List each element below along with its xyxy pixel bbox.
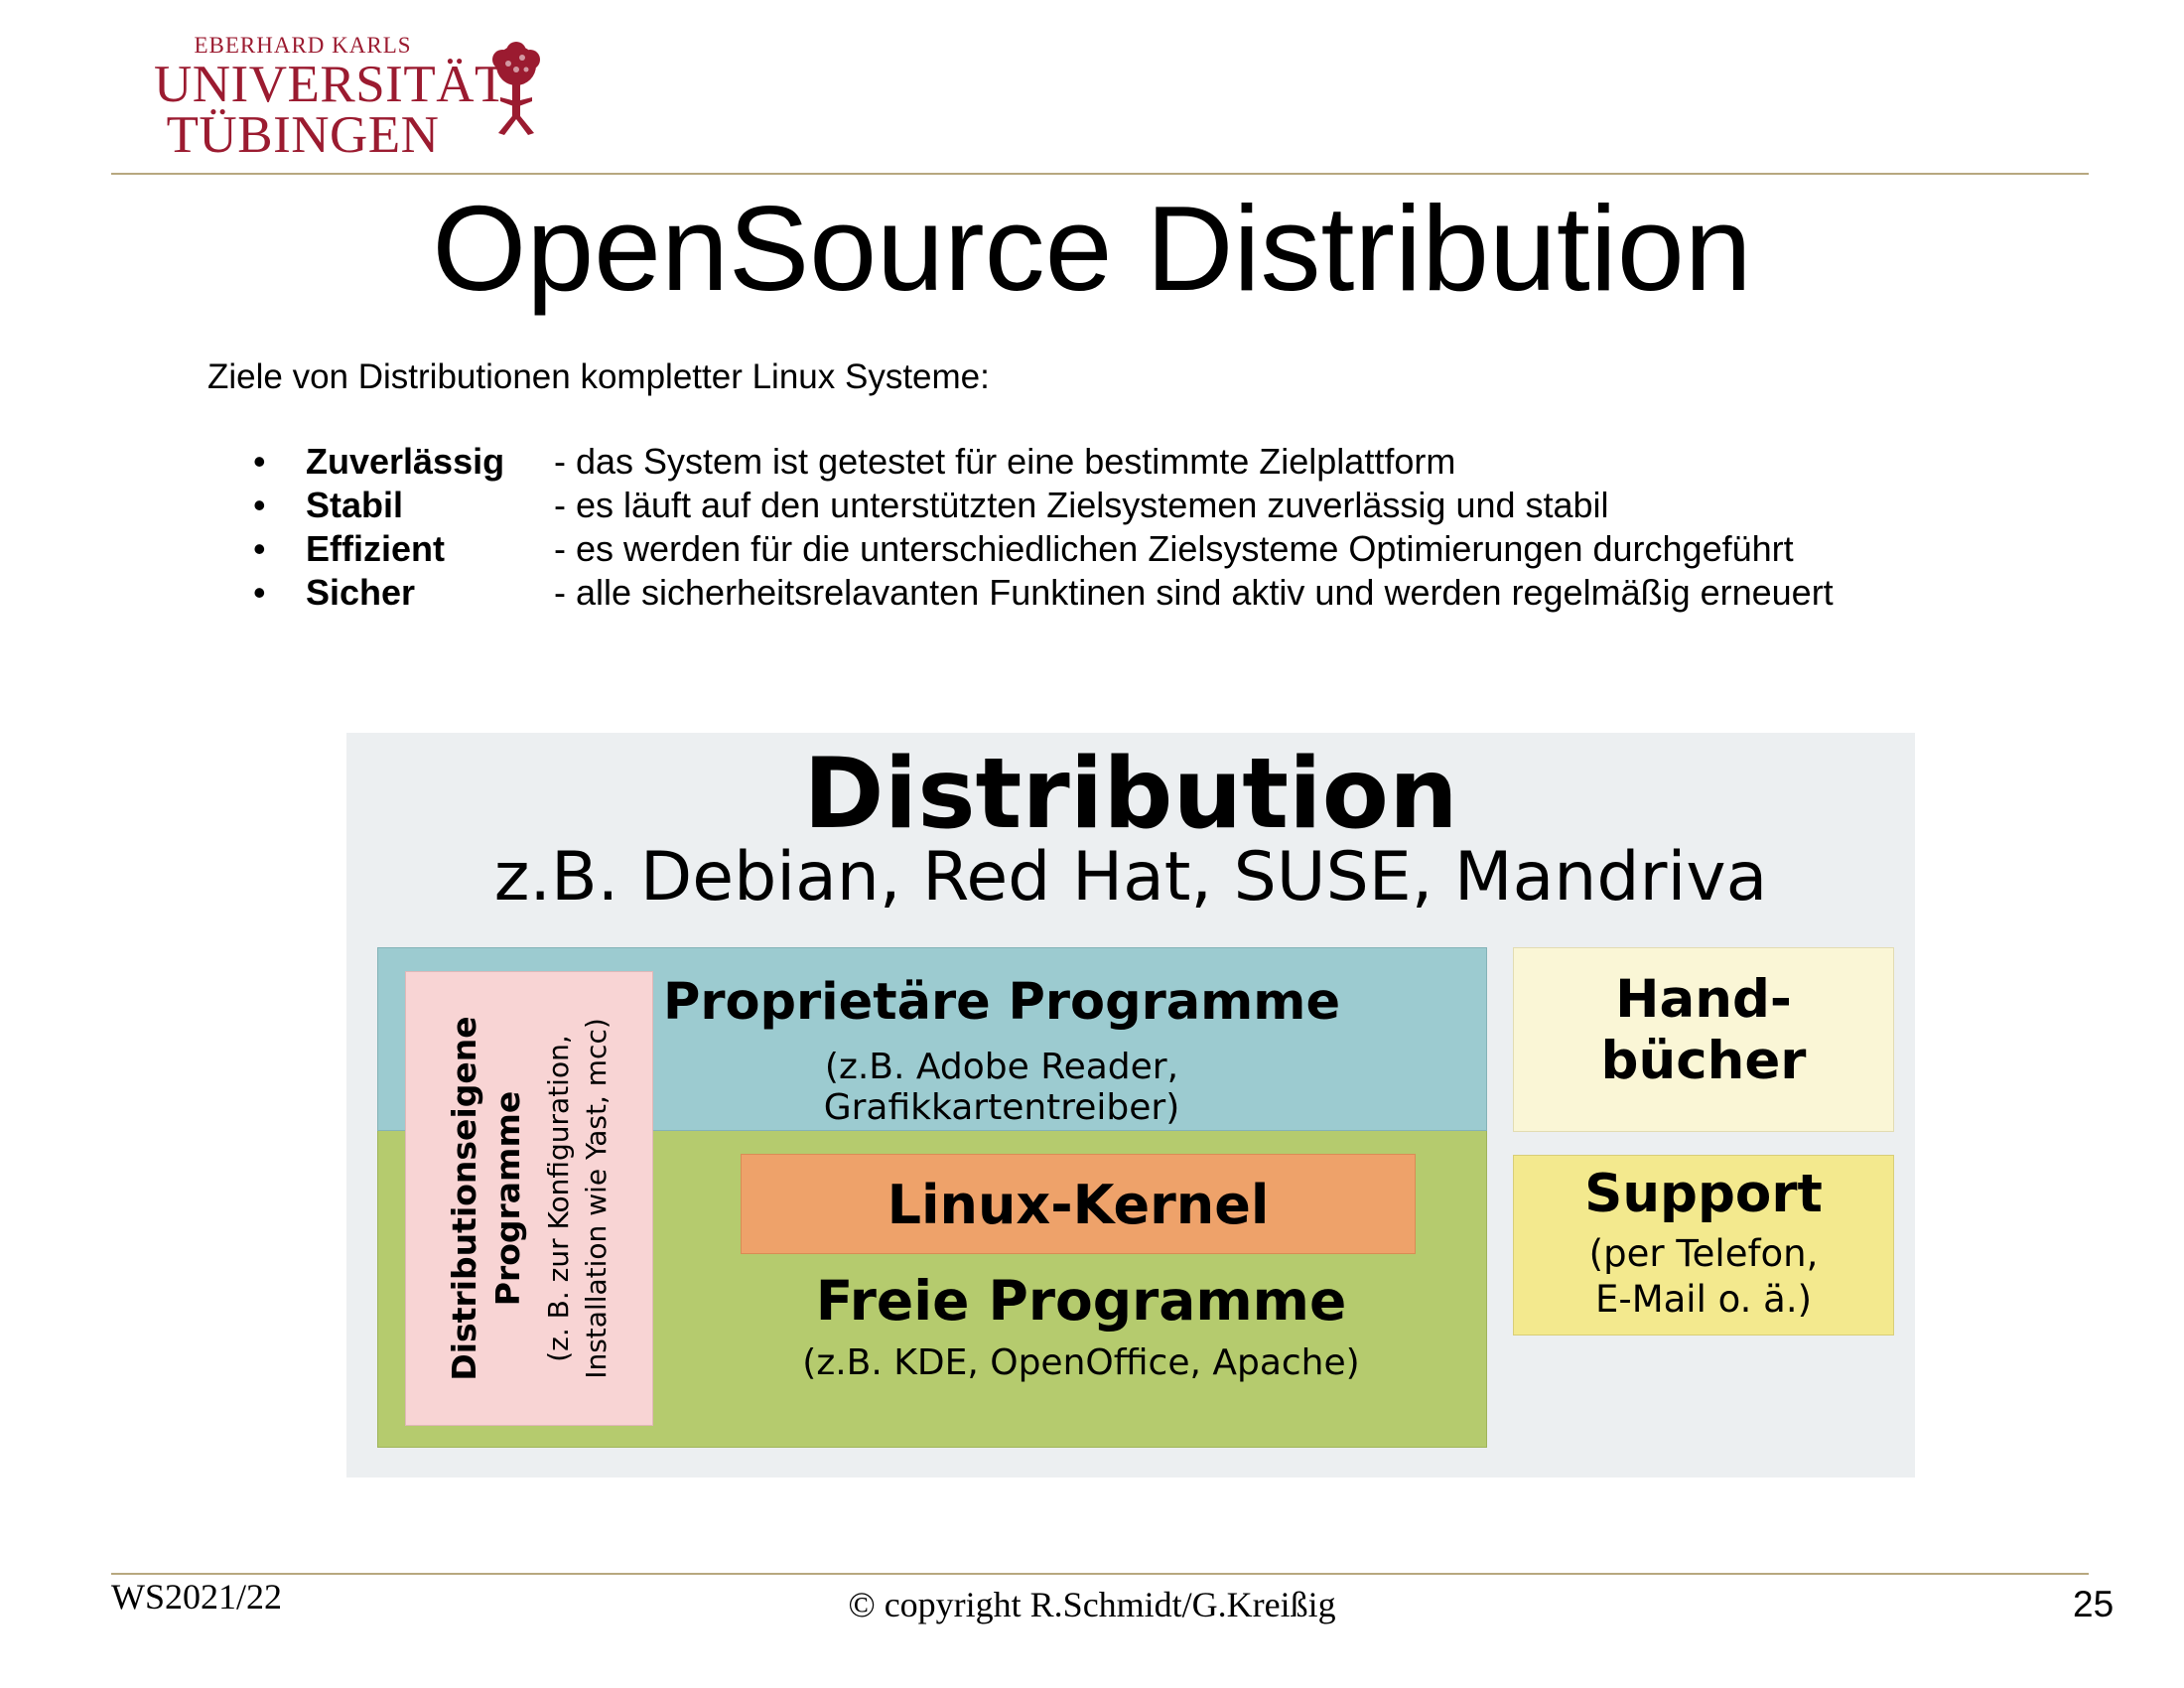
goals-list: • Zuverlässig - das System ist getestet … bbox=[253, 440, 1834, 615]
university-seal-tree-icon bbox=[492, 42, 540, 135]
distro-own-title-line1: Distributionseigene bbox=[445, 1016, 483, 1381]
bullet-icon: • bbox=[253, 572, 266, 613]
goal-term: Sicher bbox=[306, 572, 416, 613]
manuals-line2: bücher bbox=[1600, 1031, 1807, 1091]
goal-term: Effizient bbox=[306, 528, 445, 569]
linux-kernel-label: Linux-Kernel bbox=[887, 1174, 1270, 1236]
distro-own-title-line2: Programme bbox=[488, 1090, 527, 1307]
support-line2: E-Mail o. ä.) bbox=[1594, 1278, 1813, 1321]
bullet-icon: • bbox=[253, 441, 266, 482]
goal-description: - alle sicherheitsrelavanten Funktinen s… bbox=[554, 572, 1834, 613]
goal-description: - es läuft auf den unterstützten Zielsys… bbox=[554, 485, 1609, 525]
bullet-icon: • bbox=[253, 485, 266, 525]
goal-term: Stabil bbox=[306, 485, 404, 525]
footer-divider bbox=[111, 1573, 2089, 1575]
proprietary-programs-title: Proprietäre Programme bbox=[662, 973, 1341, 1032]
manuals-label: Hand- bücher bbox=[1513, 969, 1894, 1092]
list-item: • Stabil - es läuft auf den unterstützte… bbox=[253, 484, 1834, 527]
goal-description: - es werden für die unterschiedlichen Zi… bbox=[554, 528, 1794, 569]
goal-term: Zuverlässig bbox=[306, 441, 505, 482]
intro-text: Ziele von Distributionen kompletter Linu… bbox=[207, 357, 990, 396]
support-line1: (per Telefon, bbox=[1588, 1232, 1819, 1275]
footer-semester: WS2021/22 bbox=[111, 1577, 283, 1617]
support-details: (per Telefon, E-Mail o. ä.) bbox=[1513, 1231, 1894, 1323]
footer-copyright: © copyright R.Schmidt/G.Kreißig bbox=[848, 1585, 1336, 1624]
logo-line-small: EBERHARD KARLS bbox=[194, 33, 412, 58]
goal-description: - das System ist getestet für eine besti… bbox=[554, 441, 1456, 482]
distro-own-programs-box bbox=[405, 971, 653, 1426]
manuals-line1: Hand- bbox=[1615, 969, 1792, 1030]
diagram-title: Distribution bbox=[803, 738, 1458, 851]
proprietary-programs-examples: (z.B. Adobe Reader, Grafikkartentreiber) bbox=[823, 1047, 1180, 1128]
diagram-subtitle: z.B. Debian, Red Hat, SUSE, Mandriva bbox=[493, 838, 1768, 916]
distro-own-programs-label: Distributionseigene Programme (z. B. zur… bbox=[443, 975, 615, 1422]
distro-own-sub-line1: (z. B. zur Konfiguration, bbox=[542, 1035, 575, 1362]
manuals-box bbox=[1513, 947, 1894, 1132]
distribution-diagram: Distribution z.B. Debian, Red Hat, SUSE,… bbox=[346, 733, 1915, 1477]
slide-title: OpenSource Distribution bbox=[432, 181, 1752, 316]
distro-own-sub-line2: Installation wie Yast, mcc) bbox=[580, 1018, 613, 1379]
logo-line-tuebingen: TÜBINGEN bbox=[166, 106, 440, 164]
linux-kernel-box bbox=[741, 1154, 1416, 1254]
free-programs-title: Freie Programme bbox=[815, 1269, 1347, 1333]
list-item: • Zuverlässig - das System ist getestet … bbox=[253, 440, 1834, 484]
bullet-icon: • bbox=[253, 528, 266, 569]
university-logo-text: EBERHARD KARLS UNIVERSITÄT TÜBINGEN bbox=[154, 33, 507, 164]
page-number: 25 bbox=[2073, 1584, 2115, 1624]
free-programs-examples: (z.B. KDE, OpenOffice, Apache) bbox=[802, 1342, 1360, 1383]
list-item: • Effizient - es werden für die untersch… bbox=[253, 527, 1834, 571]
support-title: Support bbox=[1584, 1164, 1823, 1224]
logo-line-universitaet: UNIVERSITÄT bbox=[154, 56, 507, 113]
support-box bbox=[1513, 1155, 1894, 1336]
list-item: • Sicher - alle sicherheitsrelavanten Fu… bbox=[253, 571, 1834, 615]
header-divider bbox=[111, 173, 2089, 175]
